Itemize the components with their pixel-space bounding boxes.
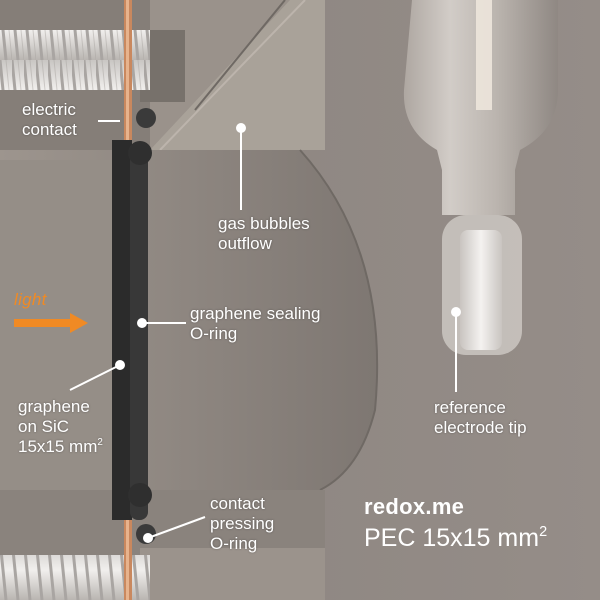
graphene-size-sup: 2 (97, 437, 103, 449)
sealing-oring-label: graphene sealing O-ring (190, 304, 320, 344)
reference-electrode-wire (476, 0, 492, 110)
product-name: PEC 15x15 mm2 (364, 524, 547, 553)
lower-oring-large (128, 483, 152, 507)
contact-pressing-line-3: O-ring (210, 534, 258, 553)
sealing-oring-line-2: O-ring (190, 324, 238, 343)
gas-bubbles-label: gas bubbles outflow (218, 214, 310, 254)
lower-step (140, 548, 325, 600)
electric-contact-label: electric contact (22, 100, 77, 140)
product-name-sup: 2 (539, 523, 548, 540)
gas-bubbles-line-2: outflow (218, 234, 272, 253)
upper-oring-small (136, 108, 156, 128)
channel-edge-light (159, 0, 306, 151)
contact-pressing-label: contact pressing O-ring (210, 494, 274, 554)
chamber-curve (299, 149, 379, 491)
light-label: light (14, 290, 47, 309)
reference-tip-line-2: electrode tip (434, 418, 527, 437)
channel-edge (194, 0, 286, 111)
contact-pressing-line-2: pressing (210, 514, 275, 533)
electric-contact-line-2: contact (22, 120, 77, 139)
graphene-line-1: graphene (18, 397, 90, 416)
reference-electrode-frit (460, 230, 502, 350)
gas-bubbles-line-1: gas bubbles (218, 214, 310, 233)
graphene-line-3: 15x15 mm2 (18, 437, 103, 457)
graphene-on-sic-label: graphene on SiC 15x15 mm2 (18, 397, 103, 457)
graphene-size: 15x15 mm (18, 437, 98, 456)
sealing-oring-line-1: graphene sealing (190, 304, 321, 323)
reference-tip-line-1: reference (434, 398, 506, 417)
sealing-oring-body (130, 145, 148, 520)
reference-tip-label: reference electrode tip (434, 398, 527, 438)
upper-oring-large (128, 141, 152, 165)
light-arrow (14, 313, 88, 333)
gas-channel-bevel (150, 0, 325, 150)
contact-pressing-line-1: contact (210, 494, 265, 513)
electric-contact-line-1: electric (22, 100, 76, 119)
sic-plate (112, 140, 132, 520)
graphene-line-2: on SiC (18, 417, 70, 436)
leader-lines (69, 120, 461, 543)
product-name-text: PEC 15x15 mm (364, 524, 540, 552)
brand-logo: redox.me (364, 494, 465, 519)
